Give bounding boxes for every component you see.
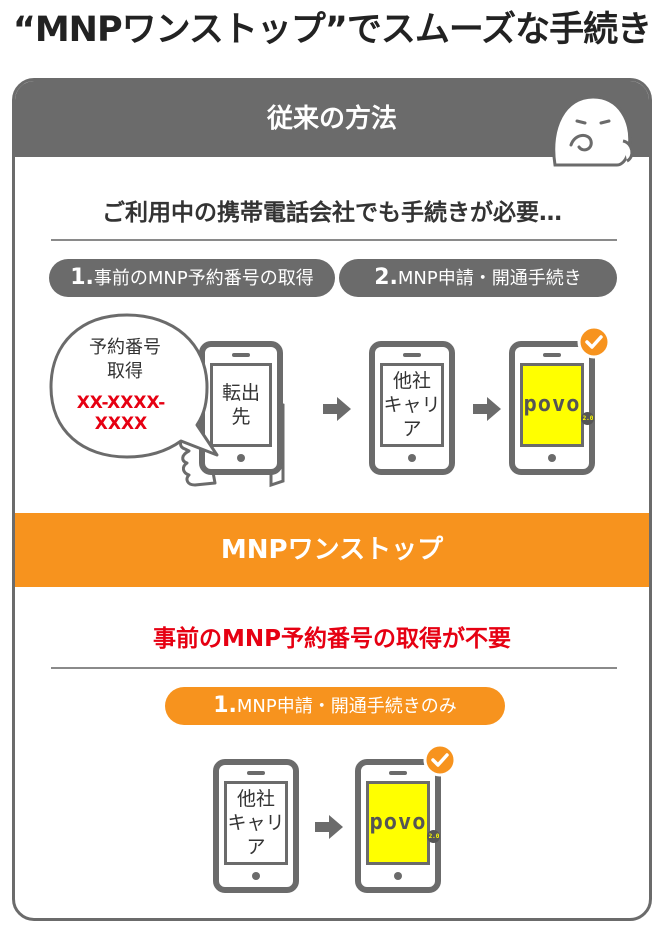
page-title: “MNPワンストップ”でスムーズな手続き bbox=[12, 10, 652, 50]
check-icon bbox=[577, 325, 611, 359]
comparison-card: 従来の方法 ご利用中の携帯電話会社でも手続きが必要… 1.事前のMNP予約番号の… bbox=[12, 78, 652, 921]
phone-label: 転出先 bbox=[221, 382, 260, 428]
arrow-right-icon bbox=[315, 815, 343, 839]
povo-badge: 2.0 bbox=[427, 830, 441, 843]
bubble-label-2: 取得 bbox=[107, 361, 143, 382]
step-label: MNP申請・開通手続きのみ bbox=[236, 696, 457, 717]
phone-other-carrier: 他社キャリア bbox=[213, 759, 299, 893]
step-label: MNP申請・開通手続き bbox=[397, 268, 582, 289]
phone-other-carrier: 他社キャリア bbox=[369, 341, 455, 475]
step-pill-1: 1.事前のMNP予約番号の取得 bbox=[49, 259, 335, 297]
divider bbox=[51, 239, 617, 241]
arrow-right-icon bbox=[323, 397, 351, 421]
onestop-header: MNPワンストップ bbox=[15, 513, 649, 587]
traditional-headline: ご利用中の携帯電話会社でも手続きが必要… bbox=[102, 200, 562, 226]
check-icon bbox=[423, 743, 457, 777]
traditional-header-label: 従来の方法 bbox=[266, 104, 397, 134]
phone-label: 他社 bbox=[236, 788, 275, 810]
step-pill-2: 2.MNP申請・開通手続き bbox=[339, 259, 617, 297]
phone-label: 他社 bbox=[392, 370, 431, 392]
arrow-right-icon bbox=[473, 397, 501, 421]
phone-destination: 転出先 bbox=[199, 341, 283, 475]
divider bbox=[51, 667, 617, 669]
reservation-number-1: XX-XXXX- bbox=[76, 393, 166, 413]
step-label: 事前のMNP予約番号の取得 bbox=[93, 268, 314, 289]
onestop-step-pill: 1.MNP申請・開通手続きのみ bbox=[165, 687, 505, 725]
step-number: 2. bbox=[374, 265, 398, 290]
bubble-label-1: 予約番号 bbox=[89, 337, 161, 358]
step-number: 1. bbox=[70, 265, 94, 290]
onestop-header-label: MNPワンストップ bbox=[220, 535, 444, 565]
onestop-headline: 事前のMNP予約番号の取得が不要 bbox=[153, 626, 511, 652]
mascot-character-icon bbox=[552, 95, 634, 167]
traditional-header: 従来の方法 bbox=[15, 81, 649, 157]
phone-label: キャリア bbox=[227, 812, 285, 858]
speech-bubble bbox=[49, 313, 219, 459]
step-number: 1. bbox=[213, 693, 237, 718]
povo-badge: 2.0 bbox=[581, 412, 595, 425]
reservation-number-2: XXXX bbox=[94, 414, 148, 434]
phone-label: キャリア bbox=[383, 394, 441, 440]
